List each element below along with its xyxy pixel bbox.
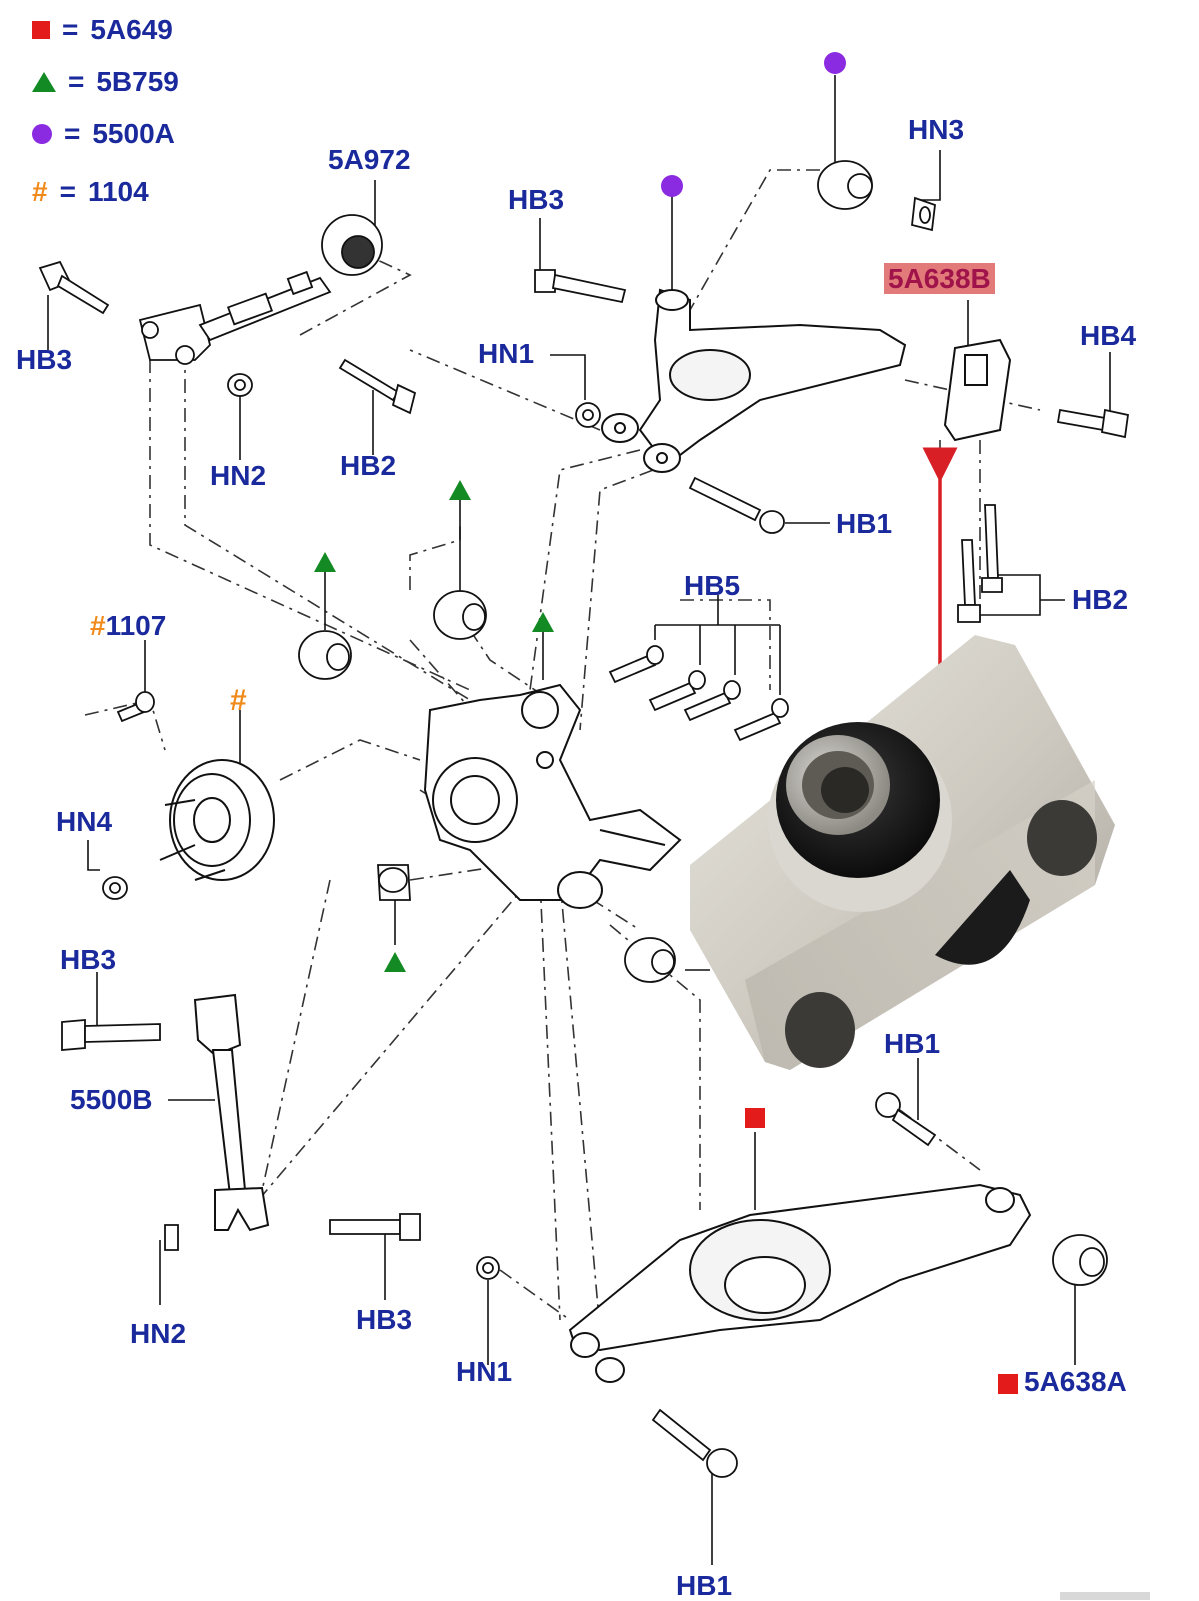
label-hb2-top: HB2 xyxy=(340,450,397,481)
bushing-knuckle-right xyxy=(624,937,676,983)
label-hn1-top: HN1 xyxy=(478,338,535,369)
label-hb1-top: HB1 xyxy=(836,508,893,539)
label-hn3: HN3 xyxy=(908,114,965,145)
green-triangle-marker xyxy=(449,480,471,500)
label-hb5: HB5 xyxy=(684,570,741,601)
nut-hn2-bottom xyxy=(164,1224,179,1251)
green-triangle-icon xyxy=(32,72,56,92)
bolt-1107 xyxy=(116,691,155,723)
label-hn2-bottom: HN2 xyxy=(130,1318,187,1349)
label-hn1-bottom: HN1 xyxy=(456,1356,513,1387)
bolts-hb5 xyxy=(608,645,789,742)
orange-hash-icon: # xyxy=(90,610,106,641)
green-triangle-marker xyxy=(384,952,406,972)
label-5a972: 5A972 xyxy=(328,144,411,175)
label-hb4: HB4 xyxy=(1080,320,1137,351)
bolt-hb1-bottom xyxy=(651,1408,738,1478)
label-5a638b: 5A638B xyxy=(884,263,995,294)
bolt-hb1-top xyxy=(688,476,785,534)
label-hn2-top: HN2 xyxy=(210,460,267,491)
legend-row-hash: # = 1104 xyxy=(32,176,149,208)
bolt-hb3-top xyxy=(534,269,627,304)
nut-hn1-bottom xyxy=(476,1256,500,1280)
bolts-hb2-right xyxy=(957,504,1003,623)
toe-link-5a972 xyxy=(138,214,383,365)
bolt-hb1-right xyxy=(875,1092,937,1147)
bushing-knuckle-lower xyxy=(377,864,411,901)
bolt-hb3-mid xyxy=(61,1019,161,1051)
red-square-marker xyxy=(745,1108,765,1128)
label-hb3-left: HB3 xyxy=(16,344,73,375)
legend-row-triangle: = 5B759 xyxy=(32,66,179,98)
legend-code: 5B759 xyxy=(96,66,179,97)
label-hb2-right: HB2 xyxy=(1072,584,1129,615)
label-hb3-bottom: HB3 xyxy=(356,1304,413,1335)
lower-control-arm xyxy=(568,1183,1032,1383)
upper-control-arm xyxy=(601,288,907,473)
bolt-hb4 xyxy=(1056,408,1130,439)
bushing-bracket-photo xyxy=(690,635,1115,1070)
label-1107-text: 1107 xyxy=(105,610,167,641)
label-hb1-right: HB1 xyxy=(884,1028,941,1059)
legend-code: 5A649 xyxy=(90,14,173,45)
leader-lines xyxy=(47,75,1111,1565)
bolt-hb2-top xyxy=(338,358,417,415)
bushing-knuckle-left xyxy=(298,630,352,680)
label-hn4: HN4 xyxy=(56,806,113,837)
bushing-knuckle-mid xyxy=(433,590,487,640)
green-triangle-marker xyxy=(532,612,554,632)
legend-code: 5500A xyxy=(92,118,175,149)
knuckle xyxy=(423,683,682,909)
legend-row-square: = 5A649 xyxy=(32,14,173,46)
orange-hash-marker: # xyxy=(230,684,247,717)
label-5a638a: 5A638A xyxy=(1024,1366,1127,1397)
green-triangle-marker xyxy=(314,552,336,572)
legend-eq: = xyxy=(62,14,79,45)
red-square-marker xyxy=(998,1374,1018,1394)
legend-eq: = xyxy=(64,118,81,149)
wheel-hub-1104 xyxy=(159,759,275,881)
orange-hash-icon: # xyxy=(32,176,48,207)
purple-circle-icon xyxy=(32,124,52,144)
highlight-5a638b: 5A638B xyxy=(884,263,995,294)
label-5500b: 5500B xyxy=(70,1084,153,1115)
label-hb1-bottom: HB1 xyxy=(676,1570,733,1601)
legend-code: 1104 xyxy=(87,176,149,207)
nut-hn3 xyxy=(911,196,936,232)
red-square-icon xyxy=(32,21,50,39)
label-hb3-top: HB3 xyxy=(508,184,565,215)
legend-row-circle: = 5500A xyxy=(32,118,175,150)
legend-eq: = xyxy=(59,176,76,207)
legend-eq: = xyxy=(68,66,85,97)
purple-circle-marker xyxy=(824,52,846,74)
footer-reference xyxy=(1060,1592,1150,1600)
nut-hn2-top xyxy=(227,373,253,397)
purple-circle-marker xyxy=(661,175,683,197)
bushing-upper-arm xyxy=(817,160,873,210)
bushing-5a638a xyxy=(1052,1234,1108,1286)
label-hb3-mid: HB3 xyxy=(60,944,117,975)
bolt-hb3-bottom xyxy=(329,1213,421,1241)
trailing-link-5500b xyxy=(193,993,270,1232)
nut-hn4 xyxy=(102,876,128,900)
bolt-hb3-left xyxy=(38,260,110,315)
label-1107: #1107 xyxy=(90,612,166,640)
bracket-5a638b xyxy=(943,338,1012,442)
nut-hn1-top xyxy=(575,402,601,428)
